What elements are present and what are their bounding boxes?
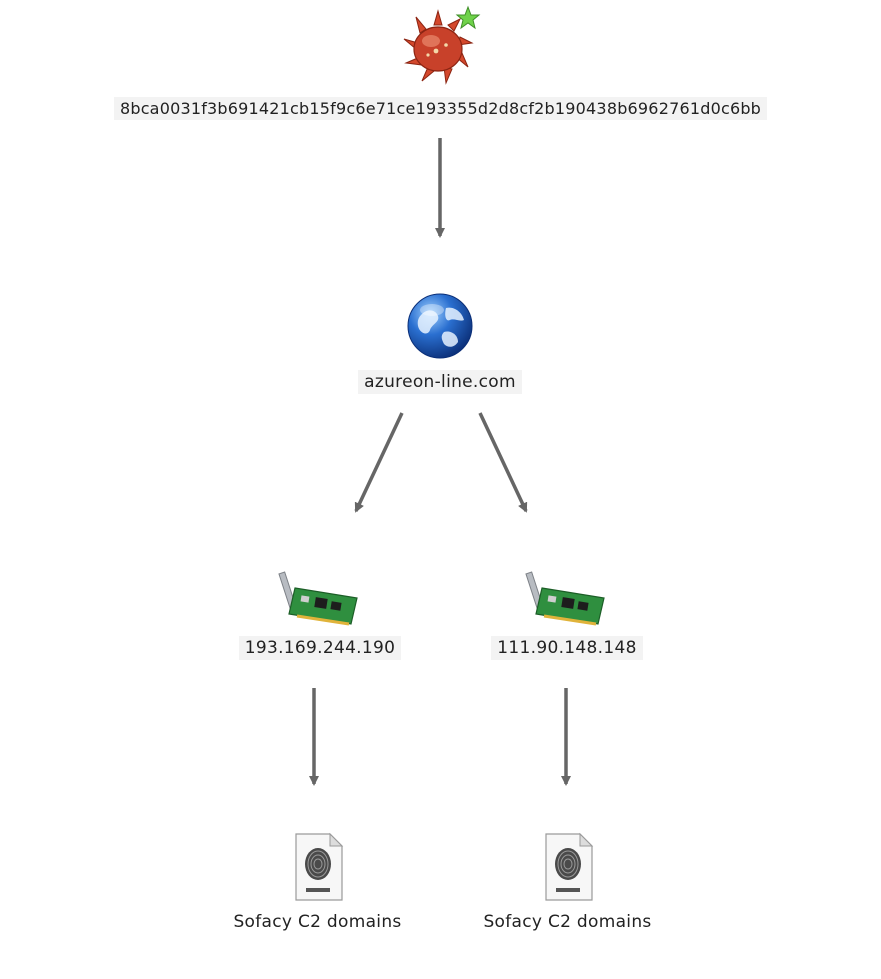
document-label-1: Sofacy C2 domains bbox=[233, 912, 402, 932]
globe-icon bbox=[407, 293, 473, 359]
edge-domain-to-ip-1 bbox=[354, 412, 404, 513]
ip-node-2[interactable]: 111.90.148.148 bbox=[462, 568, 672, 660]
star-icon bbox=[455, 5, 480, 30]
document-node-1[interactable]: Sofacy C2 domains bbox=[205, 832, 430, 934]
document-label-2: Sofacy C2 domains bbox=[483, 912, 652, 932]
fingerprint-document-icon bbox=[544, 832, 593, 901]
network-card-icon bbox=[525, 571, 605, 626]
malware-node[interactable]: 8bca0031f3b691421cb15f9c6e71ce193355d2d8… bbox=[0, 5, 881, 120]
edge-domain-to-ip-2 bbox=[478, 412, 528, 513]
domain-label: azureon-line.com bbox=[358, 370, 522, 394]
ip-node-1[interactable]: 193.169.244.190 bbox=[210, 568, 430, 660]
domain-node[interactable]: azureon-line.com bbox=[340, 290, 540, 394]
malware-icon bbox=[403, 5, 480, 85]
fingerprint-document-icon bbox=[294, 832, 343, 901]
document-node-2[interactable]: Sofacy C2 domains bbox=[455, 832, 680, 934]
ip-label-2: 111.90.148.148 bbox=[491, 636, 643, 660]
ip-label-1: 193.169.244.190 bbox=[238, 636, 402, 660]
network-card-icon bbox=[278, 571, 358, 626]
malware-hash-label: 8bca0031f3b691421cb15f9c6e71ce193355d2d8… bbox=[113, 97, 768, 120]
